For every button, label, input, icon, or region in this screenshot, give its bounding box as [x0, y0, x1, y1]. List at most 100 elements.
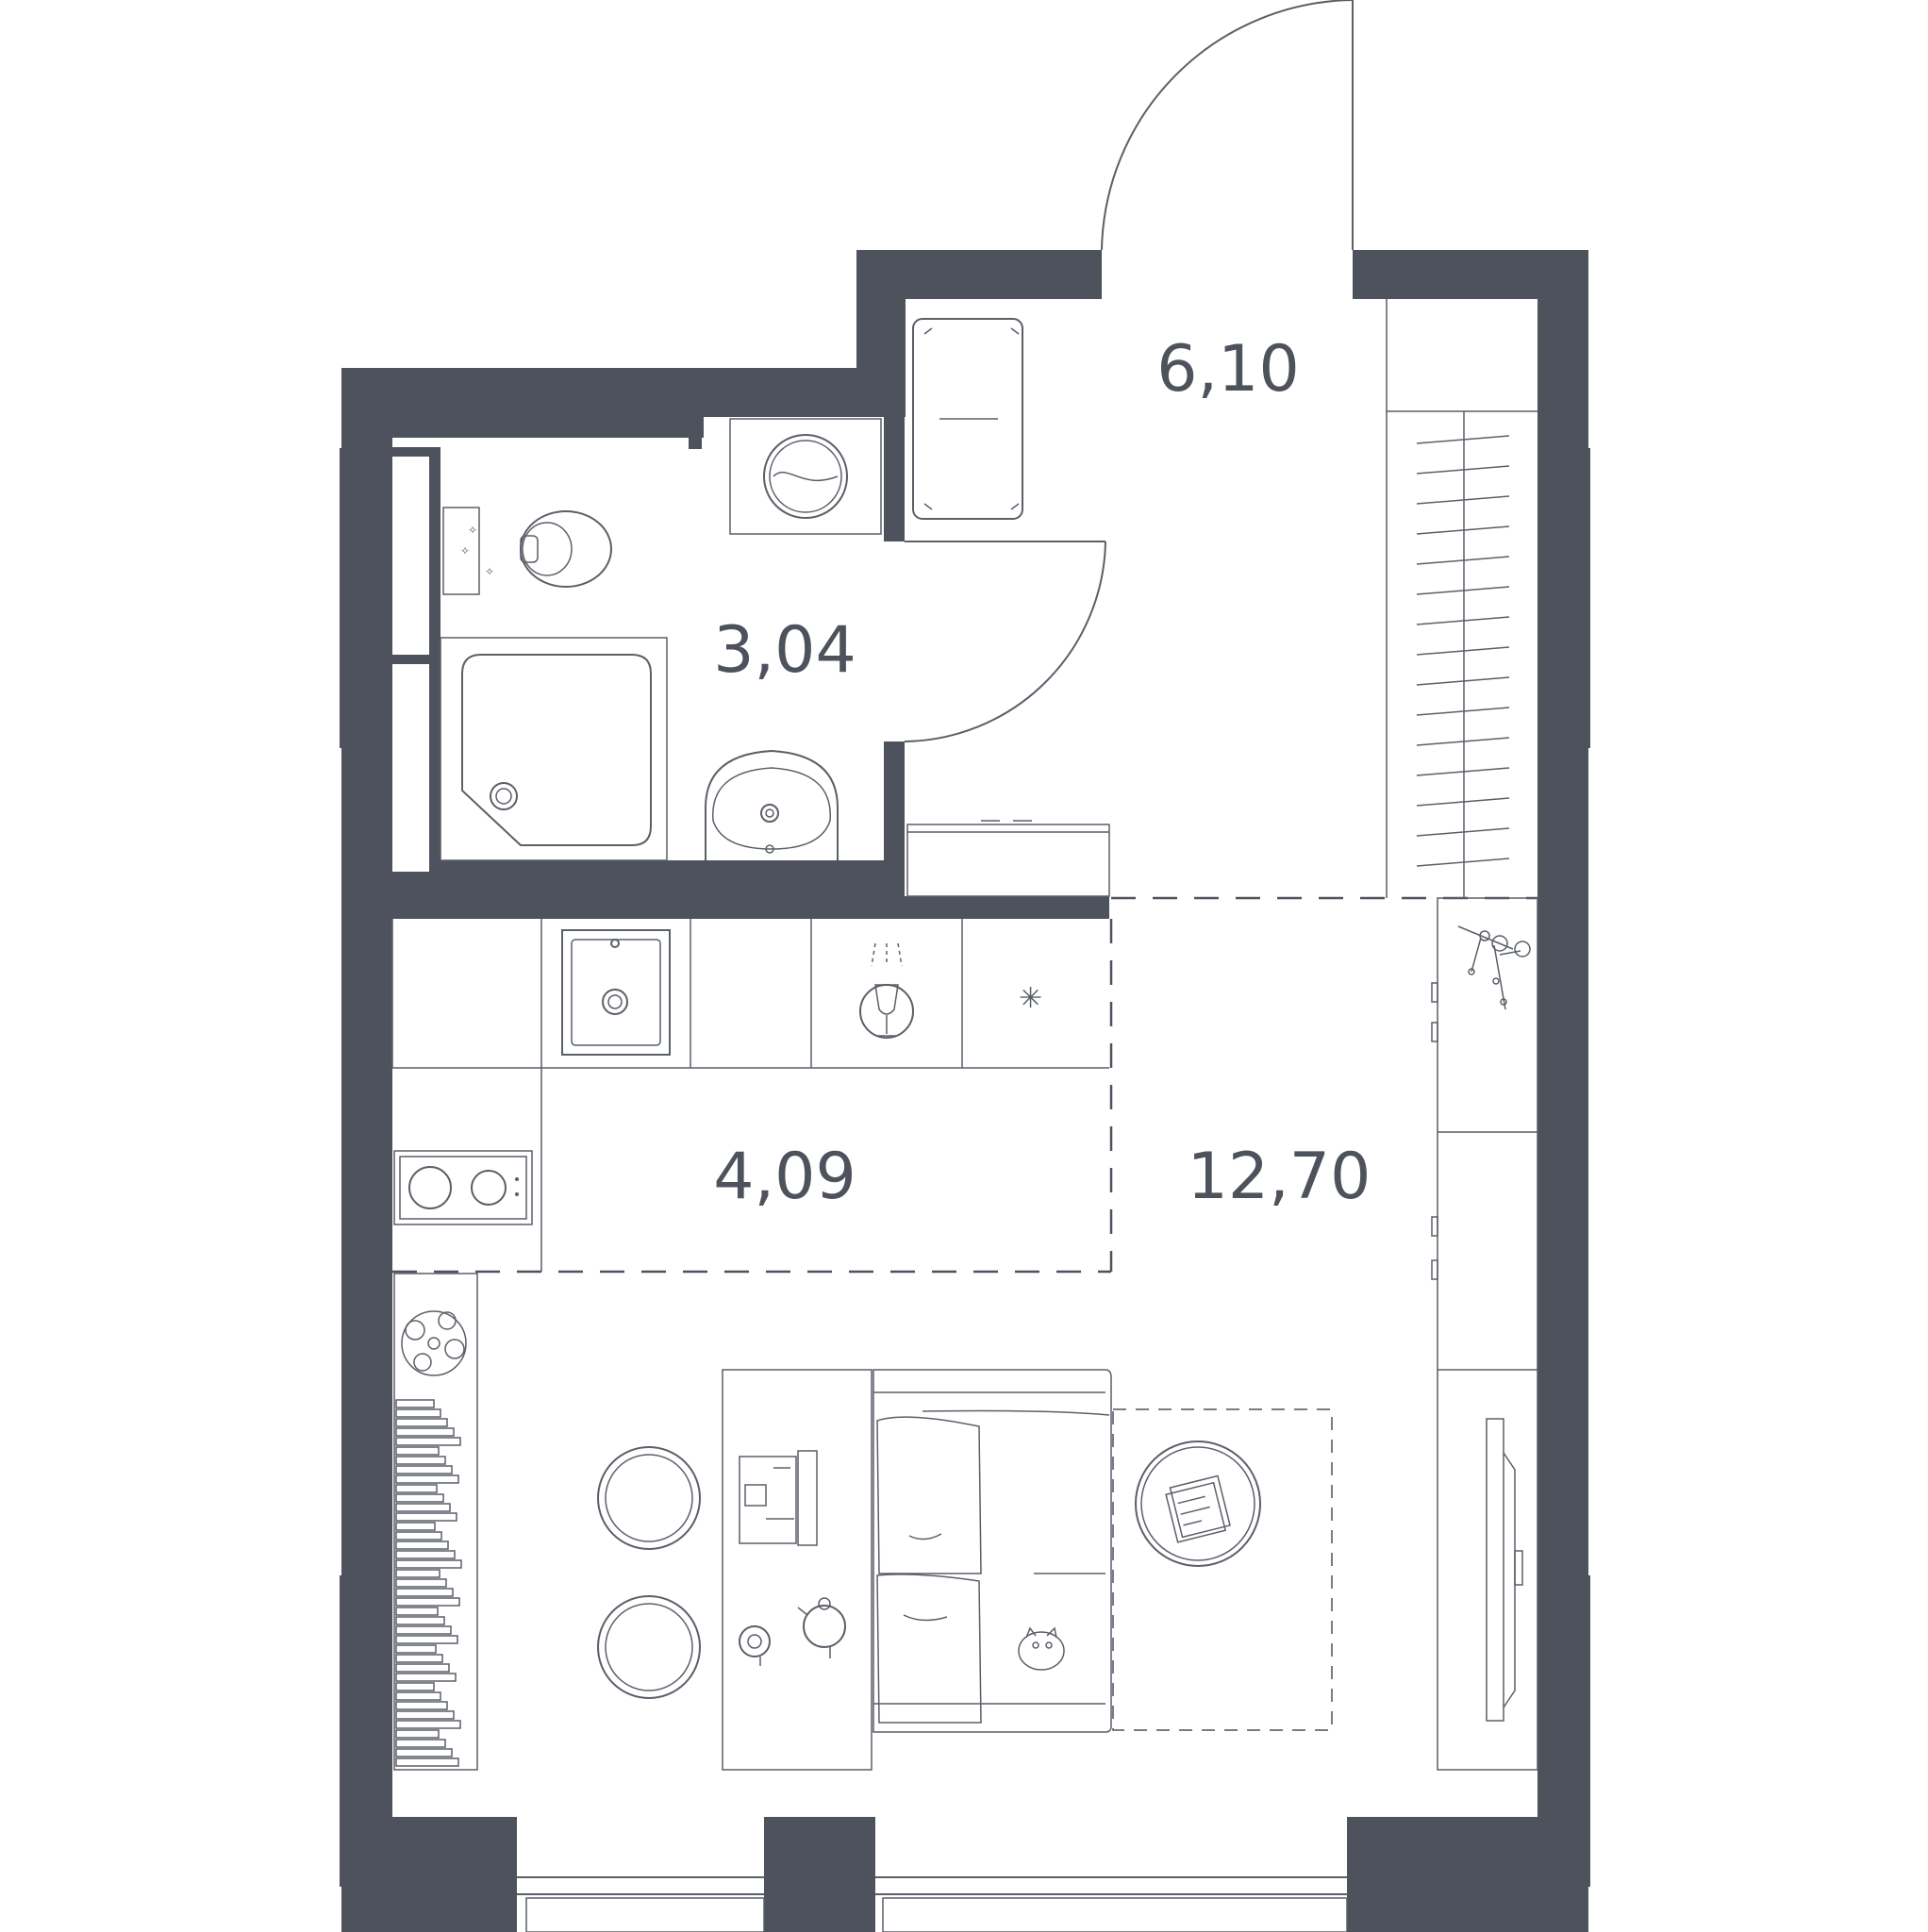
bathroom-wall-right-upper [884, 417, 905, 541]
book-spine [395, 1663, 450, 1673]
washbasin-icon [705, 749, 839, 860]
bathroom-door-arc [904, 541, 1106, 742]
book-spine [395, 1493, 444, 1503]
book-spine [395, 1748, 453, 1757]
book-spine [395, 1691, 441, 1701]
bookshelf-icon [393, 1273, 478, 1771]
hanger-line [1416, 737, 1510, 746]
sofa-icon [873, 1369, 1112, 1733]
living-furniture [393, 897, 1538, 1771]
hanger-line [1416, 616, 1510, 625]
book-spine [395, 1427, 455, 1437]
book-spine [395, 1644, 437, 1654]
hanger-line [1416, 676, 1510, 686]
wall-stub-right-1 [1583, 448, 1590, 748]
book-spine [395, 1456, 446, 1465]
hanger-line [1416, 586, 1510, 595]
laptop-icon [739, 1456, 797, 1544]
book-spine [395, 1588, 454, 1597]
hanger-line [1416, 767, 1510, 776]
book-spine [395, 1673, 457, 1682]
book-spine [395, 1757, 459, 1767]
walls [340, 250, 1590, 1932]
hanger-line [1416, 556, 1510, 565]
svg-text:✧: ✧ [460, 544, 470, 558]
hall-furniture [906, 299, 1537, 898]
book-spine [395, 1720, 461, 1729]
outer-wall-bottom-left [341, 1817, 517, 1932]
room-area-hall: 6,10 [1156, 332, 1299, 407]
book-spine [395, 1512, 457, 1522]
outer-wall-top-middle [856, 250, 1102, 299]
cat-icon [1018, 1626, 1065, 1671]
book-spine [395, 1446, 440, 1456]
hanger-line [1416, 707, 1510, 716]
room-area-kitchen: 4,09 [713, 1140, 856, 1214]
book-spine [395, 1739, 446, 1748]
book-spine [395, 1418, 448, 1427]
magazine-icon [1165, 1474, 1231, 1543]
book-spine [395, 1654, 443, 1663]
book-spine [395, 1503, 451, 1512]
chair-icon [597, 1595, 701, 1699]
bathroom-wall-top [391, 417, 704, 438]
book-spine [395, 1578, 447, 1588]
book-spine [395, 1569, 440, 1578]
book-spine [395, 1616, 445, 1625]
storage-unit-icon [1431, 897, 1538, 1771]
wall-stub-right-2 [1583, 1575, 1590, 1887]
shower-tray-icon [440, 637, 668, 861]
rug-icon [1112, 1408, 1333, 1731]
book-spine [395, 1541, 449, 1550]
bathroom-wall-right-lower [884, 741, 905, 904]
kitchen-sink-icon [561, 929, 671, 1056]
outer-wall-bottom-right [1347, 1817, 1588, 1932]
shaft-wall-1 [391, 447, 440, 457]
bathroom-fixtures: ✧ ✧ ✧ [440, 418, 882, 861]
outer-wall-bottom-middle [764, 1817, 875, 1932]
svg-text:✧: ✧ [468, 524, 477, 537]
kitchen-wall-top [391, 896, 1109, 919]
room-area-bathroom: 3,04 [713, 613, 856, 688]
tv-icon [1486, 1418, 1523, 1722]
coffee-table-icon [1135, 1441, 1261, 1567]
branch-decor-icon [1457, 925, 1531, 1010]
cup-icon [739, 1625, 771, 1657]
doors [904, 0, 1354, 742]
bathroom-wall-bottom [429, 860, 889, 872]
wall-stub-left-1 [340, 448, 347, 748]
bathroom-wall-top-jog [689, 417, 702, 449]
plant-icon [401, 1310, 467, 1376]
book-spine [395, 1465, 453, 1474]
outer-wall-right [1537, 250, 1588, 1889]
book-spine [395, 1625, 452, 1635]
shoe-cabinet-icon [906, 824, 1110, 897]
hanger-line [1416, 495, 1510, 505]
windows [517, 1876, 1348, 1932]
book-spine [395, 1550, 456, 1559]
washing-machine-icon [729, 418, 882, 535]
teapot-icon [803, 1605, 846, 1648]
hanger-line [1416, 827, 1510, 837]
hanger-line [1416, 435, 1510, 444]
room-labels: 6,10 3,04 4,09 12,70 [713, 332, 1371, 1214]
book-spine [395, 1399, 435, 1408]
book-spine [395, 1607, 439, 1616]
book-spine [395, 1474, 459, 1484]
hanger-line [1416, 858, 1510, 867]
hanger-line [1416, 465, 1510, 475]
book-spine [395, 1522, 436, 1531]
book-spine [395, 1559, 462, 1569]
bench-icon [912, 318, 1023, 520]
book-spine [395, 1437, 461, 1446]
hanger-line [1416, 646, 1510, 656]
dining-table-icon [722, 1369, 873, 1771]
wall-stub-left-2 [340, 1575, 347, 1887]
book-spine [395, 1682, 435, 1691]
shaft-wall-2 [391, 655, 440, 664]
book-spine [395, 1531, 442, 1541]
outer-wall-left [341, 368, 392, 1889]
hanger-line [1416, 525, 1510, 535]
svg-text:✧: ✧ [485, 565, 494, 578]
